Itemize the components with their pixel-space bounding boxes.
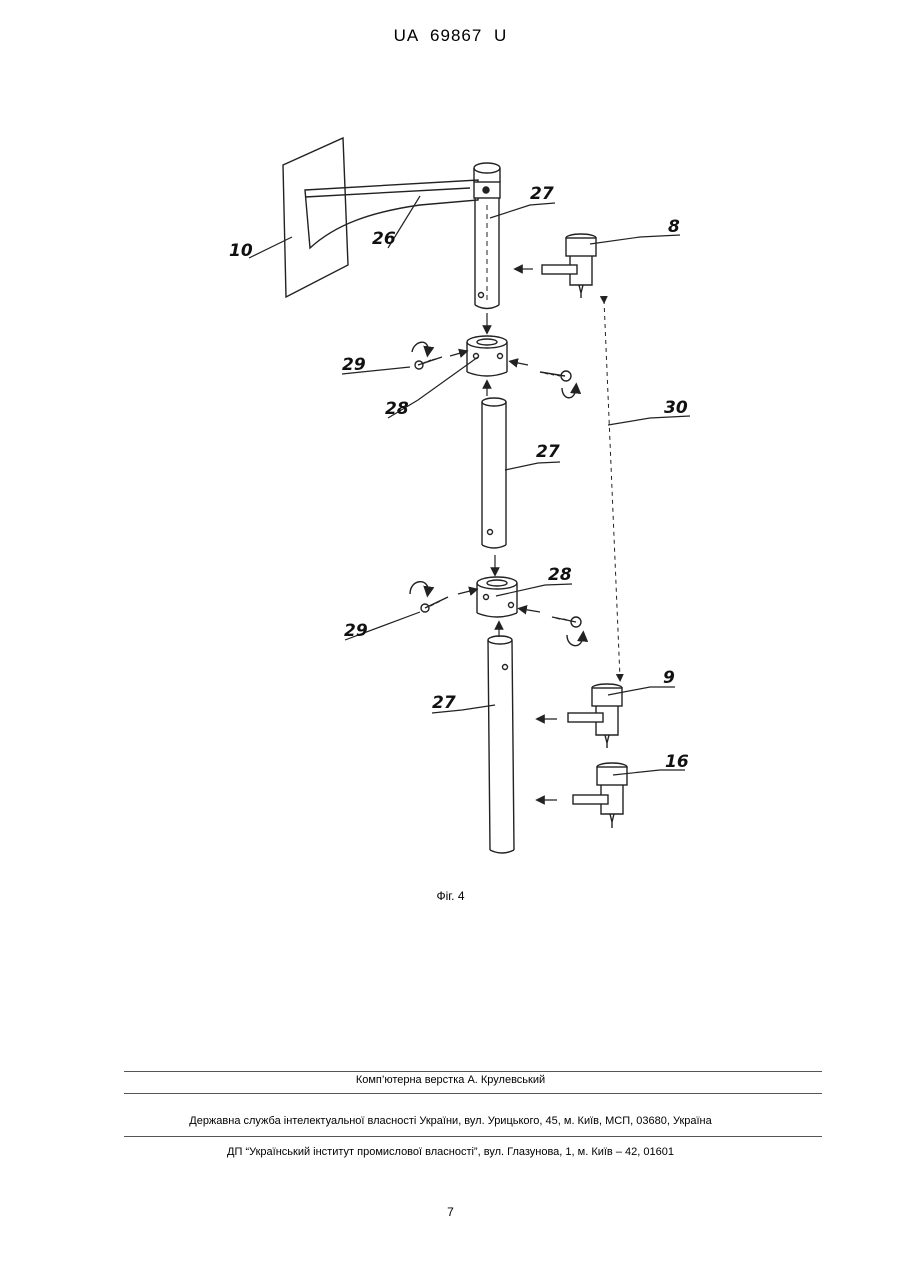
tube-bottom [488, 636, 514, 853]
label-30: 30 [664, 398, 688, 418]
footer-rule-1 [124, 1071, 822, 1072]
connector-lower [477, 577, 517, 617]
unit-16 [573, 763, 627, 828]
label-8: 8 [668, 217, 680, 237]
unit-8 [542, 234, 596, 298]
screw-lower-right [552, 617, 583, 646]
leader-lines [249, 196, 690, 775]
patent-drawing-figure: 10 26 27 8 29 28 30 27 28 29 9 27 16 [0, 0, 901, 900]
screw-upper-right [540, 371, 576, 398]
label-27-top: 27 [530, 184, 554, 204]
label-28-upper: 28 [385, 399, 409, 419]
label-26: 26 [372, 229, 396, 249]
footer-rule-3 [124, 1136, 822, 1137]
agency-address: Державна служба інтелектуальної власност… [0, 1115, 901, 1127]
label-27-middle: 27 [536, 442, 560, 462]
layout-credit: Комп’ютерна верстка А. Крулевський [0, 1074, 901, 1086]
label-29-lower: 29 [344, 621, 368, 641]
page-number: 7 [0, 1205, 901, 1219]
tube-top [474, 163, 500, 309]
figure-caption: Фіг. 4 [0, 889, 901, 903]
label-28-lower: 28 [548, 565, 572, 585]
label-29-upper: 29 [342, 355, 366, 375]
connector-upper [467, 336, 507, 376]
footer-rule-2 [124, 1093, 822, 1094]
institute-address: ДП “Український інститут промислової вла… [0, 1146, 901, 1158]
assembly-arrows [450, 269, 557, 800]
screw-lower-left [410, 582, 448, 612]
height-dimension-line [604, 300, 620, 678]
label-10: 10 [229, 241, 253, 261]
screw-upper-left [412, 342, 442, 369]
label-27-bottom: 27 [432, 693, 456, 713]
wall-plate [283, 138, 348, 297]
label-9: 9 [663, 668, 675, 688]
label-16: 16 [665, 752, 689, 772]
tube-middle [482, 398, 506, 548]
